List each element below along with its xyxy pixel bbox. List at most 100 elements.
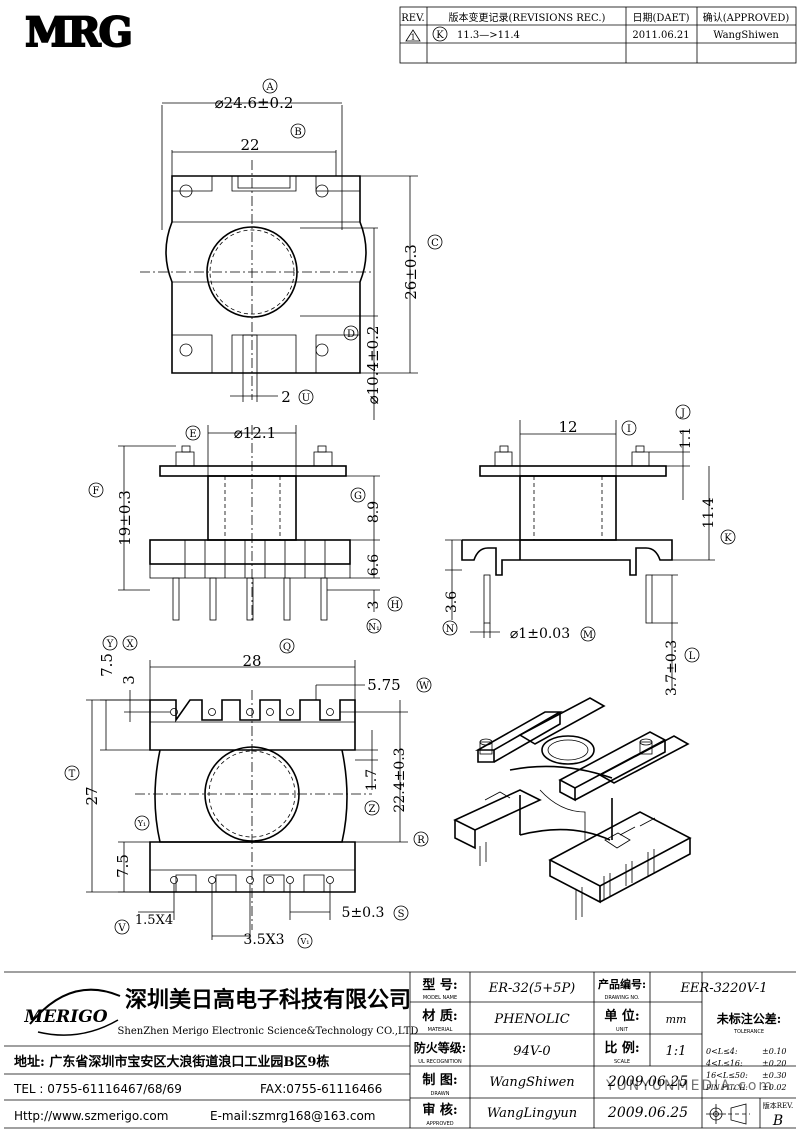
- scale-label: 比 例:: [604, 1040, 639, 1056]
- bottom-view: 28 Q 7.5 Y 3 X 5.75 W 27 T 1.7: [64, 635, 432, 949]
- company-fax: FAX:0755-61116466: [260, 1082, 382, 1096]
- unit-label-en: UNIT: [616, 1027, 629, 1033]
- dim-V-text: 1.5X4: [135, 913, 173, 928]
- dim-C-text: 26±0.3: [402, 244, 420, 300]
- dim-K-tag: K: [724, 533, 732, 544]
- drawn-date: 2009.06.25: [607, 1074, 688, 1090]
- rev-number: 1: [410, 33, 415, 42]
- approved-label-en: APPROVED: [426, 1121, 453, 1127]
- dim-V1-text: 3.5X3: [243, 932, 284, 948]
- drawn-label: 制 图:: [422, 1072, 457, 1088]
- dim-A-tag: A: [265, 82, 274, 93]
- dim-W-tag: W: [419, 681, 430, 692]
- model-value: ER-32(5+5P): [488, 981, 576, 996]
- drawn-value: WangShiwen: [489, 1075, 574, 1090]
- rev-approved-header: 确认(APPROVED): [703, 11, 790, 24]
- dim-L-text: 3.7±0.3: [664, 640, 680, 696]
- dim-N1-tag: N₁: [368, 623, 379, 633]
- dim-F-text: 19±0.3: [116, 490, 134, 546]
- approved-label: 审 核:: [422, 1102, 457, 1118]
- tol-value-1: ±0.10: [762, 1047, 787, 1056]
- mrg-logo: MRG: [14, 8, 142, 57]
- dim-T-text: 27: [83, 786, 101, 805]
- dim-Q-text: 28: [242, 652, 261, 670]
- dim-Z-tag: Z: [369, 804, 376, 815]
- material-value: PHENOLIC: [493, 1012, 569, 1027]
- dim-36-text: 3.6: [444, 591, 460, 613]
- dim-J-tag: J: [680, 408, 685, 419]
- dim-E-text: ⌀12.1: [234, 424, 276, 442]
- company-address: 地址: 广东省深圳市宝安区大浪街道浪口工业园B区9栋: [14, 1054, 329, 1070]
- tol-value-4: ±0.02: [762, 1083, 787, 1092]
- company-email: E-mail:szmrg168@163.com: [210, 1109, 376, 1123]
- dim-G-text: 8.9: [366, 501, 382, 523]
- rev-date: 2011.06.21: [632, 30, 689, 41]
- projection-symbol-icon: [706, 1103, 750, 1125]
- dim-B-tag: B: [294, 127, 301, 138]
- dim-B-text: 22: [240, 136, 259, 154]
- tol-value-3: ±0.30: [762, 1071, 787, 1080]
- dim-R-tag: R: [417, 835, 425, 846]
- dim-K-text: 11.4: [701, 497, 717, 528]
- dim-R-text: 22.4±0.3: [392, 747, 408, 812]
- dim-I-tag: I: [627, 424, 631, 435]
- dim-C-tag: C: [431, 238, 439, 249]
- front-view: ⌀12.1 E 19±0.3 F 8.9 G 6.6 N₁ 3 H: [88, 424, 403, 634]
- approved-value: WangLingyun: [487, 1106, 577, 1121]
- logo-text: MRG: [25, 9, 131, 56]
- rev-change-header: 版本变更记录(REVISIONS REC.): [449, 11, 606, 24]
- dim-V-tag: V: [117, 923, 126, 934]
- model-label-en: MODEL NAME: [423, 995, 457, 1001]
- material-label: 材 质:: [422, 1008, 457, 1024]
- dim-X-tag: X: [126, 639, 134, 650]
- revision-table: REV. 版本变更记录(REVISIONS REC.) 日期(DAET) 确认(…: [399, 6, 797, 64]
- dim-Y1-tag: Y₁: [137, 819, 147, 828]
- bottom-holes-bottom: [170, 876, 334, 884]
- dim-V1-tag: V₁: [300, 937, 310, 946]
- rev-header: REV.: [401, 13, 424, 24]
- tol-range-4: PIN PITCH:: [705, 1084, 748, 1092]
- dim-L-tag: L: [689, 651, 696, 662]
- tolerance-label-en: TOLERANCE: [733, 1029, 764, 1035]
- dim-G-tag: G: [354, 491, 362, 502]
- approved-date: 2009.06.25: [607, 1105, 688, 1121]
- flame-label-en: UL RECOGNITION: [418, 1059, 462, 1065]
- dim-Y-text: 7.5: [98, 653, 116, 677]
- dim-W-text: 5.75: [367, 676, 400, 694]
- watermark-text: YUNYUNMEDIA.com: [605, 1078, 774, 1094]
- scale-label-en: SCALE: [614, 1059, 630, 1065]
- dim-66-text: 6.6: [366, 554, 382, 576]
- dim-F-tag: F: [93, 486, 100, 497]
- scale-value: 1:1: [666, 1044, 687, 1059]
- dim-A-text: ⌀24.6±0.2: [215, 94, 294, 112]
- dim-S-text: 5±0.3: [342, 905, 385, 921]
- version-label: 版本REV.: [763, 1101, 793, 1110]
- dim-Z-text: 1.7: [364, 769, 380, 791]
- flame-value: 94V-0: [513, 1044, 550, 1059]
- tol-range-1: 0<L≤4:: [706, 1047, 738, 1056]
- dim-N-tag: N: [446, 624, 455, 635]
- rev-marker: K: [436, 30, 444, 41]
- unit-value: mm: [666, 1013, 687, 1026]
- dim-J-text: 1.1: [678, 427, 694, 449]
- dim-Y-tag: Y: [106, 639, 114, 650]
- company-tel: TEL : 0755-61116467/68/69: [13, 1082, 182, 1096]
- rev-change: 11.3—>11.4: [457, 30, 520, 41]
- title-block: MERIGO 深圳美日高电子科技有限公司 ShenZhen Merigo Ele…: [4, 971, 796, 1129]
- dim-D-tag: D: [347, 329, 355, 340]
- unit-label: 单 位:: [604, 1008, 639, 1024]
- merigo-logo-text: MERIGO: [23, 1007, 107, 1027]
- dim-U-tag: U: [302, 393, 310, 404]
- dim-T-tag: T: [69, 769, 76, 780]
- front-pins: [172, 577, 328, 621]
- drawing-no-label: 产品编号:: [598, 977, 646, 991]
- dim-H-tag: H: [391, 600, 400, 611]
- dim-M-text: ⌀1±0.03: [510, 626, 570, 642]
- dim-Y1-text: 7.5: [114, 854, 132, 878]
- tol-value-2: ±0.20: [762, 1059, 787, 1068]
- drawn-label-en: DRAWN: [431, 1091, 450, 1097]
- dim-X-text: 3: [120, 675, 138, 685]
- drawing-no-label-en: DRAWING NO.: [605, 995, 640, 1001]
- dim-D-text: ⌀10.4±0.2: [364, 326, 382, 405]
